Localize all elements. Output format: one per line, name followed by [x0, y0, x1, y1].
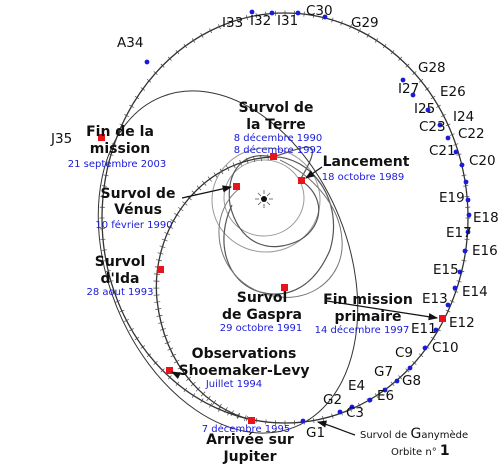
- label-e14: E14: [462, 284, 488, 300]
- jupiter-arrival-title-2: Jupiter: [222, 449, 276, 464]
- mission-orbit-ticks: [99, 10, 471, 426]
- ida-flyby-marker: [157, 266, 164, 273]
- label-c20: C20: [469, 153, 496, 169]
- launch-marker: [298, 177, 305, 184]
- ida-flyby-title-2: d'Ida: [101, 271, 140, 287]
- mission-end-marker: [98, 134, 105, 141]
- gaspra-flyby-title-2: de Gaspra: [222, 307, 302, 323]
- sun-icon: [255, 190, 273, 208]
- earth-flyby-title-1: Survol de: [239, 100, 314, 116]
- label-i32: I32: [250, 13, 271, 29]
- legend-flyby-line: Survol de Ganymède: [360, 426, 468, 442]
- label-i31: I31: [277, 13, 298, 29]
- venus-flyby-title-2: Vénus: [114, 202, 162, 218]
- shoemaker-levy-title-1: Observations: [192, 346, 297, 362]
- label-g2: G2: [323, 392, 342, 408]
- label-c21: C21: [429, 143, 456, 159]
- mission-end-title-2: mission: [90, 141, 150, 157]
- launch-title: Lancement: [323, 154, 410, 170]
- venus-flyby-date: 10 février 1990: [95, 219, 172, 231]
- legend-orbit-line: Orbite n° 1: [391, 443, 450, 459]
- mission-end-date: 21 septembre 2003: [68, 159, 166, 170]
- primary-end-arrow: [326, 300, 439, 321]
- gaspra-flyby-marker: [281, 284, 288, 291]
- label-c3: C3: [346, 405, 364, 421]
- label-e26: E26: [440, 84, 466, 100]
- trajectory-loop-1: [228, 146, 320, 248]
- primary-end-title-1: Fin mission: [323, 292, 413, 308]
- jupiter-arrival-title-1: Arrivée sur: [206, 432, 294, 448]
- trajectory-loop-3: [218, 159, 343, 298]
- label-i33: I33: [222, 15, 243, 31]
- legend: Survol de Ganymède Orbite n° 1: [360, 426, 468, 459]
- label-e6: E6: [377, 388, 394, 404]
- gaspra-flyby-date: 29 octobre 1991: [220, 323, 303, 334]
- label-e19: E19: [439, 190, 465, 206]
- launch-date: 18 octobre 1989: [322, 172, 405, 183]
- label-c23: C23: [419, 119, 446, 135]
- gaspra-flyby-title-1: Survol: [237, 290, 288, 306]
- label-g8: G8: [402, 373, 421, 389]
- venus-orbit: [223, 159, 305, 237]
- label-g29: G29: [351, 15, 379, 31]
- label-e12: E12: [449, 315, 475, 331]
- venus-flyby-title-1: Survol de: [101, 186, 176, 202]
- label-e16: E16: [472, 243, 498, 259]
- label-i24: I24: [453, 109, 474, 125]
- ida-flyby-date: 28 aout 1993: [86, 287, 153, 298]
- orbit-labels: C30 I33 I32 I31 G29 A34 G28 I27 E26 I25 …: [50, 3, 499, 441]
- label-e15: E15: [433, 262, 459, 278]
- label-i25: I25: [414, 101, 435, 117]
- legend-arrow: [316, 420, 356, 436]
- label-c10: C10: [432, 340, 459, 356]
- label-e18: E18: [473, 210, 499, 226]
- shoemaker-levy-title-2: Shoemaker-Levy: [178, 363, 309, 379]
- label-a34: A34: [117, 35, 143, 51]
- trajectory-loop-2: [223, 156, 335, 295]
- launch-arrow: [305, 166, 323, 179]
- primary-end-marker: [439, 315, 446, 322]
- venus-arrow: [181, 185, 233, 199]
- ida-flyby-title-1: Survol: [95, 254, 146, 270]
- label-j35: J35: [50, 131, 72, 147]
- shoemaker-levy-marker: [166, 367, 173, 374]
- flyby-dots: [144, 9, 472, 424]
- mission-end-title-1: Fin de la: [86, 124, 154, 140]
- shoemaker-levy-date: Juillet 1994: [205, 379, 262, 390]
- label-g7: G7: [374, 364, 393, 380]
- label-c9: C9: [395, 345, 413, 361]
- shoemaker-arrow: [170, 371, 182, 379]
- earth-orbit: [211, 147, 321, 253]
- primary-end-date: 14 décembre 1997: [315, 324, 410, 336]
- label-c30: C30: [306, 3, 333, 19]
- label-c22: C22: [458, 126, 485, 142]
- label-e17: E17: [446, 225, 472, 241]
- venus-flyby-marker: [233, 183, 240, 190]
- primary-end-title-2: primaire: [335, 309, 402, 325]
- inner-jupiter-orbit: [97, 90, 359, 434]
- earth-flyby-date-1: 8 décembre 1990: [234, 132, 322, 144]
- label-g28: G28: [418, 60, 446, 76]
- jupiter-arrival-marker: [248, 417, 255, 424]
- earth-flyby-date-2: 8 décembre 1992: [234, 144, 322, 156]
- earth-flyby-marker: [270, 153, 277, 160]
- label-g1: G1: [306, 425, 325, 441]
- earth-flyby-title-2: la Terre: [246, 117, 306, 133]
- jupiter-arrival-date: 7 décembre 1995: [202, 423, 290, 435]
- label-e11: E11: [411, 321, 437, 337]
- event-markers: [98, 134, 446, 424]
- label-e13: E13: [422, 291, 448, 307]
- label-e4: E4: [348, 378, 365, 394]
- label-i27: I27: [398, 81, 419, 97]
